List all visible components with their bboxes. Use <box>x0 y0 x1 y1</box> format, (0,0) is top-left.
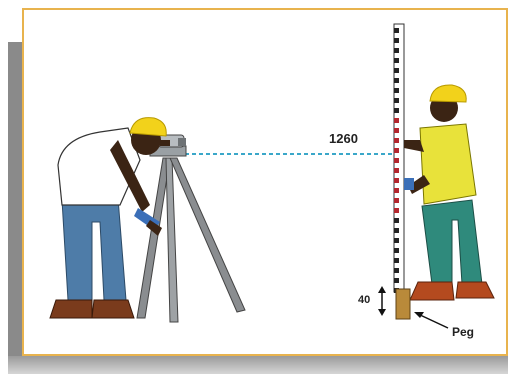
staff-tick <box>394 128 399 133</box>
staff-tick <box>394 208 399 213</box>
staff-tick <box>394 38 399 43</box>
staff-tick <box>394 148 399 153</box>
staff-tick <box>394 268 399 273</box>
staff-tick <box>394 88 399 93</box>
staff-tick <box>394 188 399 193</box>
staff-tick <box>394 178 399 183</box>
staff-tick <box>394 198 399 203</box>
staff-tick <box>394 98 399 103</box>
staff-tick <box>394 158 399 163</box>
staff-tick <box>394 278 399 283</box>
staff-tick <box>394 28 399 33</box>
staff-tick <box>394 78 399 83</box>
levelling-staff <box>394 24 404 293</box>
staff-tick <box>394 248 399 253</box>
staff-tick <box>394 258 399 263</box>
surveyor-left-figure <box>50 118 170 318</box>
peg-icon <box>396 289 410 319</box>
staff-reading-label: 1260 <box>329 131 358 146</box>
staff-tick <box>394 118 399 123</box>
peg-height-label: 40 <box>358 294 370 306</box>
staff-tick <box>394 138 399 143</box>
staff-tick <box>394 48 399 53</box>
peg-label: Peg <box>452 325 474 339</box>
staff-tick <box>394 168 399 173</box>
pointer-arrow-icon <box>414 312 448 328</box>
staff-tick <box>394 218 399 223</box>
staff-tick <box>394 68 399 73</box>
staff-tick <box>394 238 399 243</box>
height-arrow-icon <box>378 286 386 316</box>
staff-tick <box>394 58 399 63</box>
staff-tick <box>394 108 399 113</box>
staff-holder-figure <box>404 85 494 300</box>
staff-tick <box>394 228 399 233</box>
